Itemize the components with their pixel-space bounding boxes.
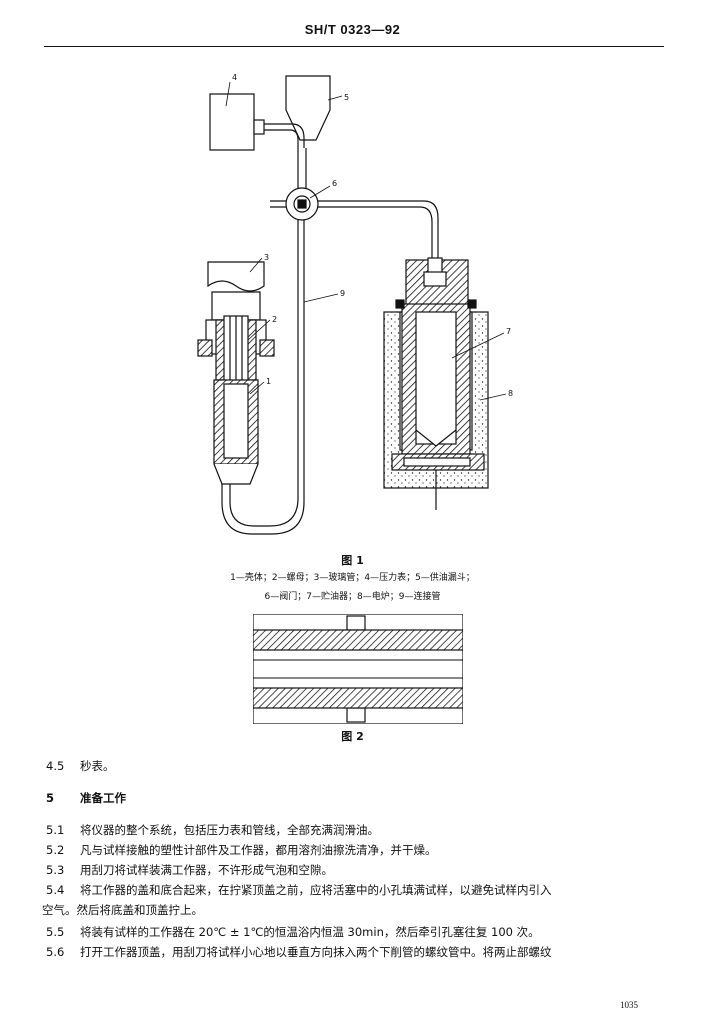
figure-1-apparatus-drawing: 4 5 6 3 2 1 9 7 8 [180, 58, 550, 538]
callout-6: 6 [332, 179, 337, 188]
figure-1-legend-line-2: 6—阀门；7—贮油器；8—电炉；9—连接管 [264, 592, 441, 602]
callout-8: 8 [508, 389, 513, 398]
clause-5-4-continued: 空气。然后将底盖和顶盖拧上。 [42, 903, 203, 917]
figure-1-caption: 图 1 [341, 554, 364, 567]
figure-2-pipe-section [253, 614, 463, 724]
callout-3: 3 [264, 253, 269, 262]
callout-4: 4 [232, 73, 237, 82]
callout-9: 9 [340, 289, 345, 298]
callout-7: 7 [506, 327, 511, 336]
page-number: 1035 [620, 1000, 638, 1010]
standard-code-header: SH/T 0323—92 [304, 22, 401, 37]
callout-2: 2 [272, 315, 277, 324]
figure-2-caption: 图 2 [341, 730, 364, 743]
callout-1: 1 [266, 377, 271, 386]
header-rule [44, 46, 664, 47]
callout-5: 5 [344, 93, 349, 102]
figure-1-legend-line-1: 1—壳体；2—螺母；3—玻璃管；4—压力表；5—供油漏斗； [230, 573, 475, 583]
